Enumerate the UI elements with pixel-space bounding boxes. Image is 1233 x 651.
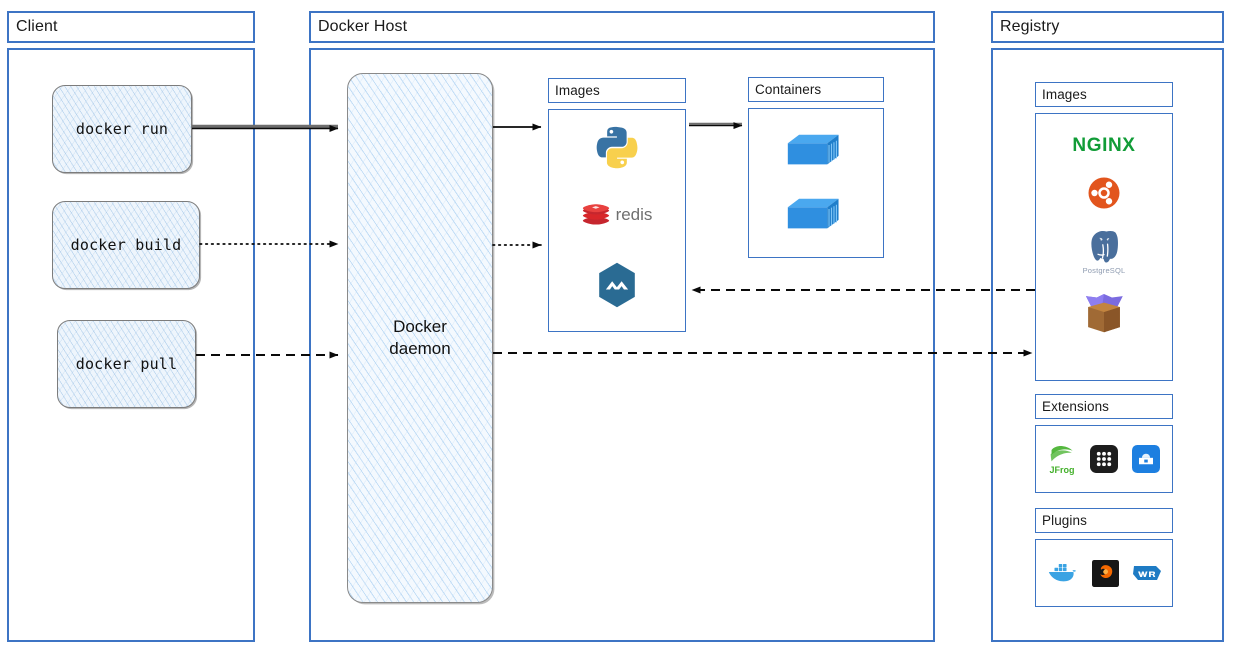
host-containers-label: Containers — [755, 82, 822, 97]
shipping-container-icon — [787, 134, 839, 165]
grafana-icon — [1091, 559, 1119, 587]
host-containers-icon-list — [748, 108, 884, 258]
client-panel-label: Client — [16, 18, 58, 35]
toolbox-icon — [1131, 445, 1160, 473]
registry-plugins-header: Plugins — [1035, 508, 1173, 533]
registry-extensions-label: Extensions — [1042, 399, 1110, 414]
host-containers-body — [748, 108, 884, 258]
registry-plugins-label: Plugins — [1042, 513, 1087, 528]
host-images-header: Images — [548, 78, 686, 103]
docker-daemon-label: Docker daemon — [389, 317, 451, 358]
docker-host-panel-label: Docker Host — [318, 18, 408, 35]
redis-icon — [582, 204, 609, 225]
postgresql-icon — [1091, 230, 1118, 263]
package-box-icon — [1085, 293, 1123, 333]
nginx-icon: NGINX — [1072, 135, 1136, 156]
ubuntu-icon — [1088, 177, 1120, 209]
docker-build-node[interactable]: docker build — [52, 201, 200, 289]
host-images-icon-list: redis — [548, 109, 686, 332]
host-images-label: Images — [555, 83, 600, 98]
docker-build-label: docker build — [70, 236, 182, 254]
registry-panel-label: Registry — [1000, 18, 1060, 35]
registry-images-label: Images — [1042, 87, 1087, 102]
jfrog-icon — [1050, 445, 1073, 461]
docker-daemon-node[interactable]: Docker daemon — [347, 73, 493, 603]
registry-extensions-header: Extensions — [1035, 394, 1173, 419]
host-containers-header: Containers — [748, 77, 884, 102]
docker-host-panel-header: Docker Host — [309, 11, 935, 43]
docker-pull-node[interactable]: docker pull — [57, 320, 196, 408]
jfrog-wordmark: JFrog — [1049, 464, 1075, 475]
mesosphere-icon — [599, 262, 635, 308]
registry-images-header: Images — [1035, 82, 1173, 107]
python-icon — [596, 126, 638, 169]
docker-run-node[interactable]: docker run — [52, 85, 192, 173]
docker-pull-label: docker pull — [75, 355, 178, 373]
docker-whale-icon — [1048, 564, 1076, 582]
redis-wordmark: redis — [615, 205, 653, 224]
shipping-container-icon — [787, 198, 839, 229]
postgresql-wordmark: PostgreSQL — [1082, 266, 1126, 275]
registry-panel-header: Registry — [991, 11, 1224, 43]
registry-plugins-icon-list — [1035, 539, 1173, 607]
registry-images-icon-list: NGINX PostgreSQL — [1035, 113, 1173, 381]
vmware-icon — [1132, 566, 1161, 580]
registry-extensions-icon-list: JFrog — [1035, 425, 1173, 493]
client-panel-header: Client — [7, 11, 255, 43]
docker-run-label: docker run — [75, 120, 169, 138]
grid-dots-icon — [1089, 445, 1118, 473]
